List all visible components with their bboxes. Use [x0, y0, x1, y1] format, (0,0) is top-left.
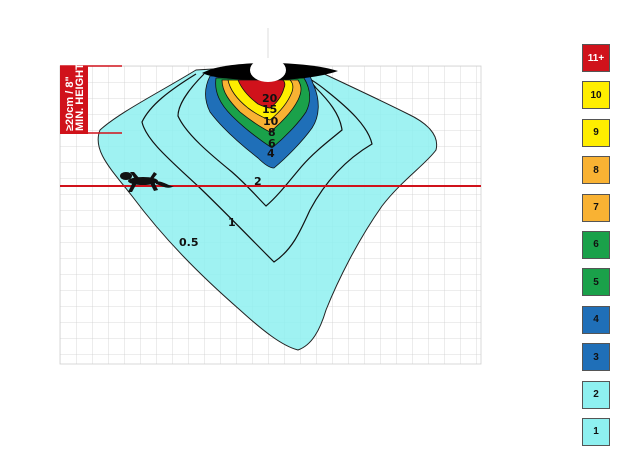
contour-label-6: 6 [268, 137, 276, 150]
min-height-text: ≥20cm / 8" MIN. HEIGHT [64, 63, 86, 131]
lamp-icon [202, 28, 338, 82]
legend-item: 7 [582, 193, 610, 222]
legend-item: 10 [582, 81, 610, 110]
legend-item: 2 [582, 380, 610, 409]
uv-index-legend: 11+ 10 9 8 7 6 5 4 3 2 1 [582, 44, 610, 455]
contour-label-10: 10 [263, 115, 279, 128]
contour-label-0-5: 0.5 [179, 236, 199, 249]
legend-item: 8 [582, 156, 610, 185]
legend-item: 5 [582, 268, 610, 297]
contour-label-20: 20 [262, 92, 278, 105]
contour-2 [177, 73, 343, 207]
contour-label-4: 4 [267, 147, 275, 160]
legend-item: 6 [582, 230, 610, 259]
gecko-icon [120, 172, 174, 192]
contour-label-1: 1 [228, 216, 236, 229]
uv-map-diagram: ≥20cm / 8" MIN. HEIGHT 20 15 10 8 6 4 2 … [59, 28, 482, 365]
legend-item: 9 [582, 118, 610, 147]
legend-item: 1 [582, 417, 610, 446]
contour-label-15: 15 [262, 103, 277, 116]
legend-item: 3 [582, 343, 610, 372]
contour-1 [141, 71, 373, 263]
legend-item: 4 [582, 305, 610, 334]
min-height-bracket: ≥20cm / 8" MIN. HEIGHT [60, 63, 122, 134]
zone-red [237, 79, 286, 109]
zone-cyan [97, 67, 438, 351]
contour-label-8: 8 [268, 126, 276, 139]
legend-item: 11+ [582, 44, 610, 72]
contour-label-2: 2 [254, 175, 262, 188]
